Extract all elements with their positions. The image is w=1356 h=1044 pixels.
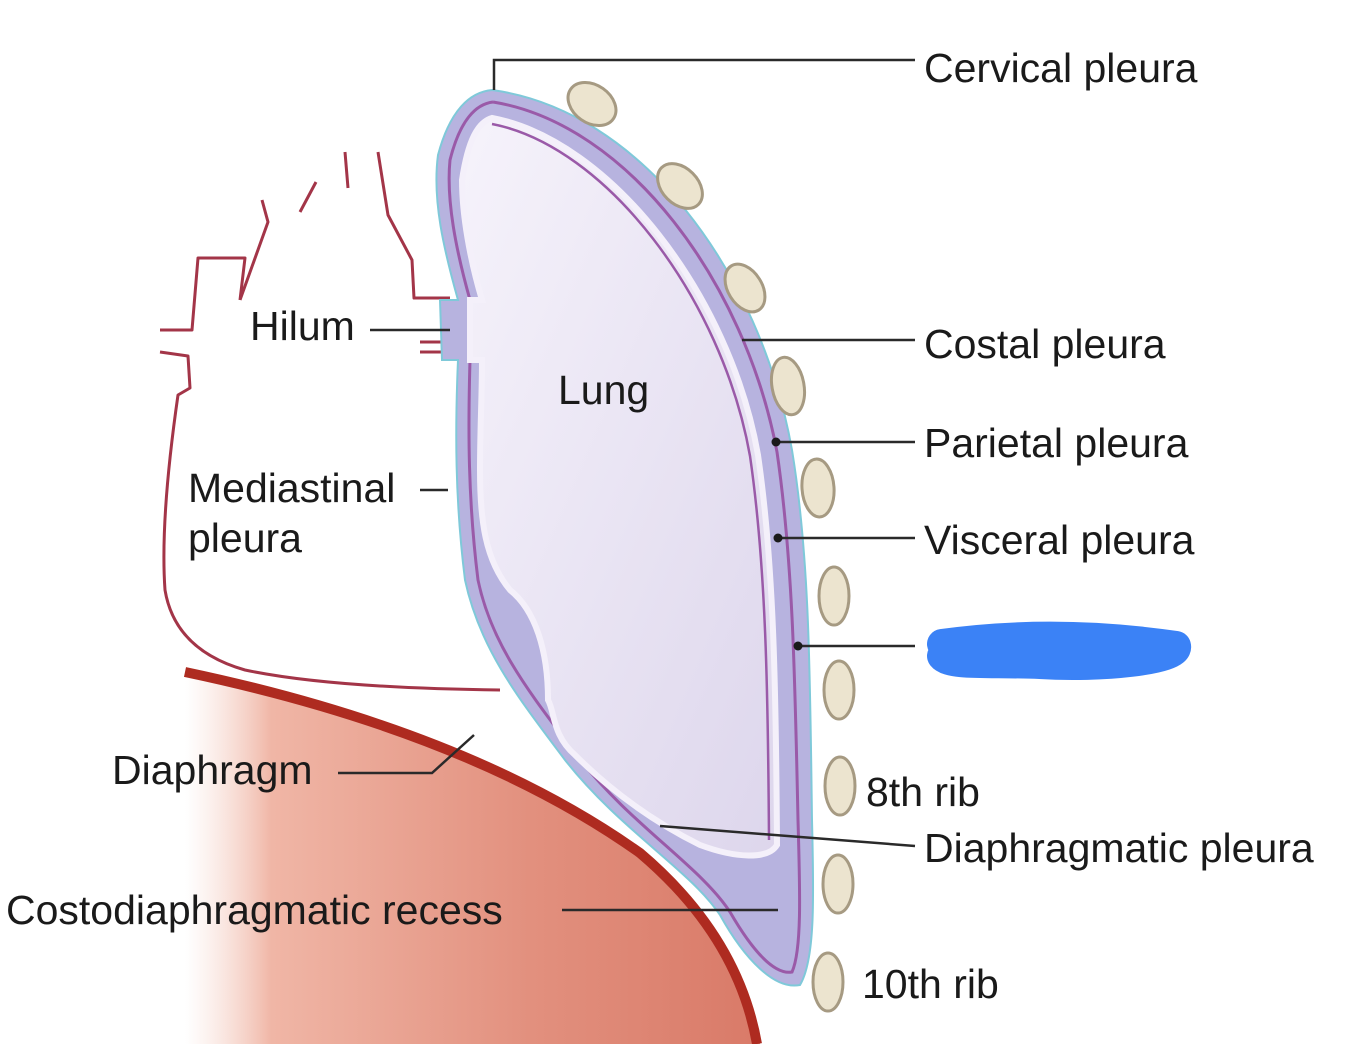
rib — [817, 565, 851, 627]
label-lung: Lung — [558, 367, 650, 413]
label-parietal-pleura: Parietal pleura — [924, 420, 1189, 466]
leader-diaphragmatic-pleura — [659, 824, 916, 848]
rib — [566, 80, 618, 128]
label-hilum: Hilum — [250, 303, 355, 349]
rib — [800, 457, 836, 519]
redaction-mark — [927, 621, 1191, 681]
rib — [723, 262, 767, 314]
label-10th-rib: 10th rib — [862, 961, 999, 1007]
label-costodiaphragmatic-recess: Costodiaphragmatic recess — [6, 887, 503, 933]
rib — [823, 755, 857, 817]
diaphragm-rim — [183, 667, 762, 1044]
rib — [822, 659, 856, 721]
label-diaphragm: Diaphragm — [112, 747, 313, 793]
parietal-pleura-line — [447, 100, 802, 974]
leader-diaphragm — [338, 734, 475, 775]
visceral-pleura-line — [491, 122, 771, 841]
label-diaphragmatic-pleura: Diaphragmatic pleura — [924, 825, 1314, 871]
rib — [821, 853, 855, 915]
leader-dots — [771, 437, 803, 651]
label-mediastinal-pleura-line2: pleura — [188, 515, 302, 561]
label-cervical-pleura: Cervical pleura — [924, 45, 1198, 91]
diaphragm-shape — [185, 668, 760, 1044]
mediastinum-outline — [159, 151, 501, 692]
label-costal-pleura: Costal pleura — [924, 321, 1166, 367]
leader-cervical-pleura — [492, 58, 915, 90]
rib — [769, 355, 807, 417]
ribs — [566, 80, 857, 1013]
label-visceral-pleura: Visceral pleura — [924, 517, 1195, 563]
lung-shape — [458, 114, 781, 859]
label-8th-rib: 8th rib — [866, 769, 980, 815]
rib — [811, 951, 845, 1013]
rib — [656, 162, 704, 210]
leader-lines — [338, 58, 916, 912]
label-mediastinal-pleura-line1: Mediastinal — [188, 465, 396, 511]
